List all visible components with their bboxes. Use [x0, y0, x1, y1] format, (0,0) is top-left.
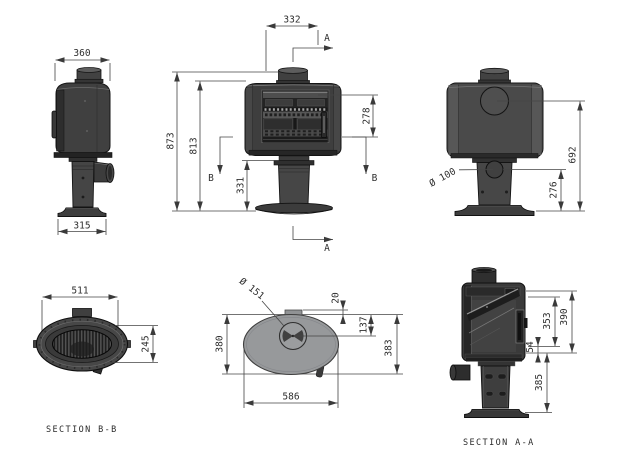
dim-label-diameter-100: Ø 100: [428, 166, 459, 190]
side-view-stove: [52, 68, 114, 217]
dim-label-360: 360: [73, 48, 90, 59]
rear-view-stove: [447, 68, 543, 215]
side-view-dim-base: 315: [58, 219, 106, 235]
door-handle: [52, 111, 57, 138]
section-aa-view: 390 353 54 385 SECTION A-A: [450, 268, 577, 449]
dim-label-332: 332: [283, 15, 300, 26]
side-view: 360 31: [52, 48, 114, 235]
front-view-dim-top: 332: [266, 15, 318, 72]
section-bb-grate: [34, 309, 131, 375]
dim-label-54: 54: [525, 341, 536, 353]
section-marker-a-top: A: [293, 33, 333, 62]
dim-label-245: 245: [141, 335, 152, 352]
stove-door: [262, 90, 330, 143]
front-view: 332 A: [166, 15, 379, 255]
dim-label-diameter-151: Ø 151: [237, 276, 267, 302]
marker-label-a-bottom: A: [324, 243, 330, 254]
section-aa-title: SECTION A-A: [463, 438, 535, 448]
dim-label-390: 390: [559, 308, 570, 325]
dim-label-353: 353: [542, 312, 553, 329]
top-view-body: [244, 310, 339, 377]
dim-label-511: 511: [71, 286, 88, 297]
section-marker-b-left: B: [208, 137, 233, 184]
section-bb-view: 511 245 SECTION B-B: [34, 286, 159, 436]
dim-label-20: 20: [331, 292, 342, 304]
rear-view: 692 276 Ø 100: [428, 68, 585, 215]
marker-label-b-right: B: [372, 173, 378, 184]
top-view: 380 383 20 137 586 Ø 151: [215, 276, 404, 408]
dim-label-315: 315: [73, 221, 90, 232]
dim-label-331: 331: [236, 177, 247, 194]
dim-label-692: 692: [568, 146, 579, 163]
section-bb-title: SECTION B-B: [46, 425, 118, 435]
section-marker-a-bottom: A: [293, 226, 333, 254]
dim-label-137: 137: [359, 316, 370, 333]
dim-label-276: 276: [549, 181, 560, 198]
section-marker-b-right: B: [352, 137, 378, 184]
marker-label-a-top: A: [324, 33, 330, 44]
marker-label-b-left: B: [208, 173, 214, 184]
dim-label-278: 278: [362, 107, 373, 124]
section-aa-stove: [450, 268, 529, 418]
dim-label-380: 380: [215, 335, 226, 352]
dim-label-383: 383: [384, 339, 395, 356]
dim-label-873: 873: [166, 132, 177, 149]
front-view-stove: [245, 68, 341, 214]
dim-label-813: 813: [189, 137, 200, 154]
dim-label-586: 586: [282, 392, 299, 403]
section-aa-dims: 390 353 54 385: [525, 291, 577, 413]
dim-label-385: 385: [534, 374, 545, 391]
